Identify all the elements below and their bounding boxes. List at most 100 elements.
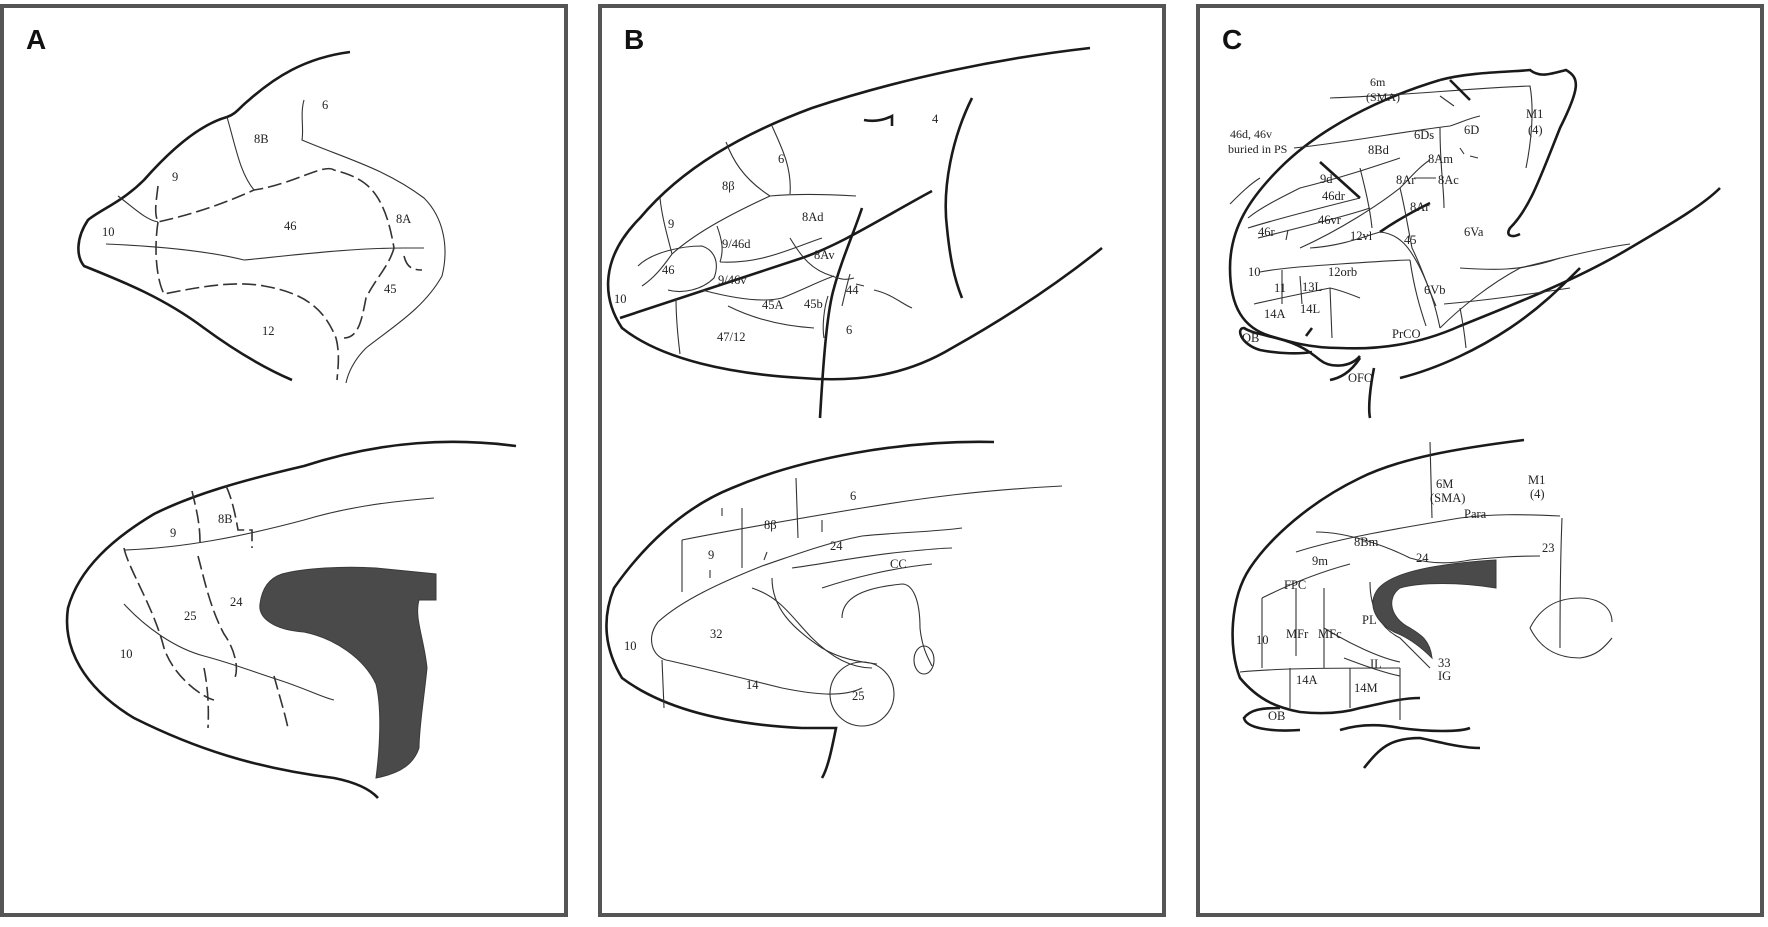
area-label-23: 23 <box>1542 541 1555 555</box>
area-label-24: 24 <box>230 595 243 609</box>
area-note-46d-46v: 46d, 46v <box>1230 127 1272 141</box>
area-label-33: 33 <box>1438 656 1451 670</box>
area-label-8Av: 8Av <box>814 248 835 262</box>
area-label-10-medial: 10 <box>624 639 637 653</box>
panel-letter: B <box>624 24 645 55</box>
area-label-9-medial: 9 <box>170 526 176 540</box>
area-label-6Va: 6Va <box>1464 225 1484 239</box>
area-label-45: 45 <box>384 282 397 296</box>
area-note-buried: buried in PS <box>1228 142 1287 156</box>
panel-c: C <box>1196 4 1764 917</box>
area-label-6M: 6M <box>1436 477 1453 491</box>
area-label-8A: 8A <box>396 212 411 226</box>
area-label-4: 4 <box>932 112 939 126</box>
area-label-PL: PL <box>1362 613 1377 627</box>
area-label-25: 25 <box>184 609 197 623</box>
area-label-8Bm: 8Bm <box>1354 535 1379 549</box>
area-label-Para: Para <box>1464 507 1487 521</box>
medial-view <box>605 440 1063 779</box>
area-label-9-medial: 9 <box>708 548 714 562</box>
medial-view <box>1231 438 1613 769</box>
area-label-PrCO: PrCO <box>1392 327 1420 341</box>
area-label-8B: 8B <box>254 132 269 146</box>
area-label-14M: 14M <box>1354 681 1378 695</box>
area-label-10: 10 <box>102 225 115 239</box>
area-label-6: 6 <box>778 152 784 166</box>
area-label-12orb: 12orb <box>1328 265 1357 279</box>
area-label-M1-medial: M1 <box>1528 473 1545 487</box>
area-label-46: 46 <box>662 263 675 277</box>
area-label-M1: M1 <box>1526 107 1543 121</box>
medial-outline <box>65 440 517 799</box>
area-label-10-medial: 10 <box>120 647 133 661</box>
corpus-callosum-fill <box>1372 559 1497 660</box>
area-label-12vl: 12vl <box>1350 229 1373 243</box>
area-label-6m: 6m <box>1370 75 1386 89</box>
panel-b-diagram: 4 8β 6 9 8Ad 9/46d 8Av 46 9/46v 44 10 45… <box>605 46 1103 779</box>
area-label-6Vb: 6Vb <box>1424 283 1446 297</box>
area-label-8beta: 8β <box>722 179 735 193</box>
area-label-45b: 45b <box>804 297 823 311</box>
panel-letter: C <box>1222 24 1243 55</box>
panel-letter: A <box>26 24 47 55</box>
area-label-CC: CC <box>890 557 907 571</box>
area-label-47-12: 47/12 <box>717 330 745 344</box>
area-label-14L: 14L <box>1300 302 1320 316</box>
area-label-8Ac: 8Ac <box>1438 173 1459 187</box>
area-label-OB: OB <box>1242 331 1259 345</box>
area-label-FPC: FPC <box>1284 578 1306 592</box>
lateral-outline <box>606 46 1103 381</box>
area-label-MFr: MFr <box>1286 627 1309 641</box>
area-label-6D: 6D <box>1464 123 1479 137</box>
area-label-6Ds: 6Ds <box>1414 128 1434 142</box>
area-label-9: 9 <box>668 217 674 231</box>
area-label-6: 6 <box>322 98 328 112</box>
area-label-sma-medial: (SMA) <box>1430 491 1465 505</box>
area-label-9m: 9m <box>1312 554 1328 568</box>
lateral-view <box>1228 68 1721 419</box>
area-label-45A: 45A <box>762 298 784 312</box>
area-label-8Ar: 8Ar <box>1396 173 1416 187</box>
area-label-9: 9 <box>172 170 178 184</box>
area-label-14: 14 <box>746 678 759 692</box>
area-label-4-medial: (4) <box>1530 487 1545 501</box>
area-label-OB-medial: OB <box>1268 709 1285 723</box>
medial-outline <box>605 440 995 779</box>
area-label-8Am: 8Am <box>1428 152 1453 166</box>
area-label-9-46v: 9/46v <box>718 273 747 287</box>
area-label-10: 10 <box>614 292 627 306</box>
area-label-8beta-medial: 8β <box>764 518 777 532</box>
area-label-6-medial: 6 <box>850 489 856 503</box>
area-label-IL: IL <box>1370 657 1382 671</box>
area-label-14A: 14A <box>1264 307 1286 321</box>
panel-a-diagram: 6 8B 9 46 8A 10 45 12 9 8B 24 25 10 <box>65 50 517 799</box>
panel-b: B <box>598 4 1166 917</box>
medial-view <box>65 440 517 799</box>
area-label-sma: (SMA) <box>1366 90 1400 104</box>
area-label-14A-medial: 14A <box>1296 673 1318 687</box>
corpus-callosum-fill <box>259 566 437 779</box>
area-label-4: (4) <box>1528 123 1543 137</box>
area-label-32: 32 <box>710 627 723 641</box>
area-label-46r: 46r <box>1258 225 1276 239</box>
area-label-OFO: OFO <box>1348 371 1373 385</box>
area-label-8B-medial: 8B <box>218 512 233 526</box>
area-label-8Ar-2: 8Ar <box>1410 200 1430 214</box>
area-label-11: 11 <box>1274 281 1286 295</box>
area-label-46dr: 46dr <box>1322 189 1346 203</box>
area-label-25: 25 <box>852 689 865 703</box>
area-label-44: 44 <box>846 283 859 297</box>
area-label-IG: IG <box>1438 669 1451 683</box>
area-label-13L: 13L <box>1302 280 1322 294</box>
area-label-MFc: MFc <box>1318 627 1342 641</box>
area-label-10: 10 <box>1248 265 1261 279</box>
area-label-9-46d: 9/46d <box>722 237 751 251</box>
area-label-8Bd: 8Bd <box>1368 143 1390 157</box>
area-label-24: 24 <box>1416 551 1429 565</box>
area-label-9d: 9d <box>1320 172 1333 186</box>
panel-c-diagram: 6m (SMA) M1 (4) 6D 6Ds 8Bd 8Am 46d, 46v … <box>1228 68 1721 769</box>
medial-outline <box>1231 438 1525 715</box>
area-label-45: 45 <box>1404 233 1417 247</box>
lateral-outline <box>1228 78 1721 350</box>
lateral-view <box>606 46 1103 419</box>
